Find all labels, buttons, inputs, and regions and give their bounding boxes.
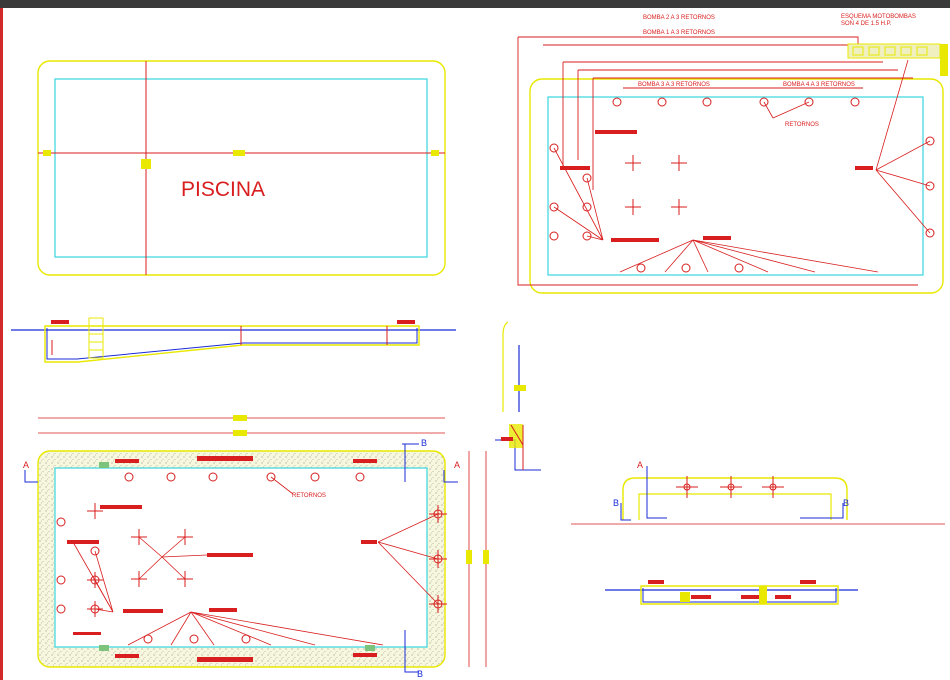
section-a-a: A B B [571,460,945,525]
label-retornos-1: RETORNOS [785,122,819,128]
main-plan: A A B B [23,415,489,679]
label-retornos-2: RETORNOS [292,493,326,499]
label-bomba-4: BOMBA 4 A 3 RETORNOS [783,82,855,88]
pump-block [847,43,941,59]
section-b-b [605,580,858,605]
section-b-top: B [421,438,427,448]
label-bomba-2: BOMBA 2 A 3 RETORNOS [643,15,715,21]
section-b-bottom: B [417,669,423,679]
section-b-label-right: B [843,498,849,508]
section-a-label: A [637,460,643,470]
cad-drawing: PISCINA [11,14,948,679]
label-bomba-1: BOMBA 1 A 3 RETORNOS [643,30,715,36]
longitudinal-section [11,317,456,363]
drawing-title: PISCINA [181,178,265,201]
label-esquema-1: ESQUEMA MOTOBOMBAS [841,14,916,20]
section-a-left: A [23,460,29,470]
pump-schematic: BOMBA 2 A 3 RETORNOS BOMBA 1 A 3 RETORNO… [517,14,948,294]
section-a-right: A [454,460,460,470]
plan-view-piscina: PISCINA [37,60,446,276]
label-esquema-2: SON 4 DE 1.5 H.P. [841,21,892,27]
drawing-sheet: PISCINA [0,8,950,680]
wall-detail [495,321,541,471]
section-b-label-left: B [613,498,619,508]
label-bomba-3: BOMBA 3 A 3 RETORNOS [638,82,710,88]
